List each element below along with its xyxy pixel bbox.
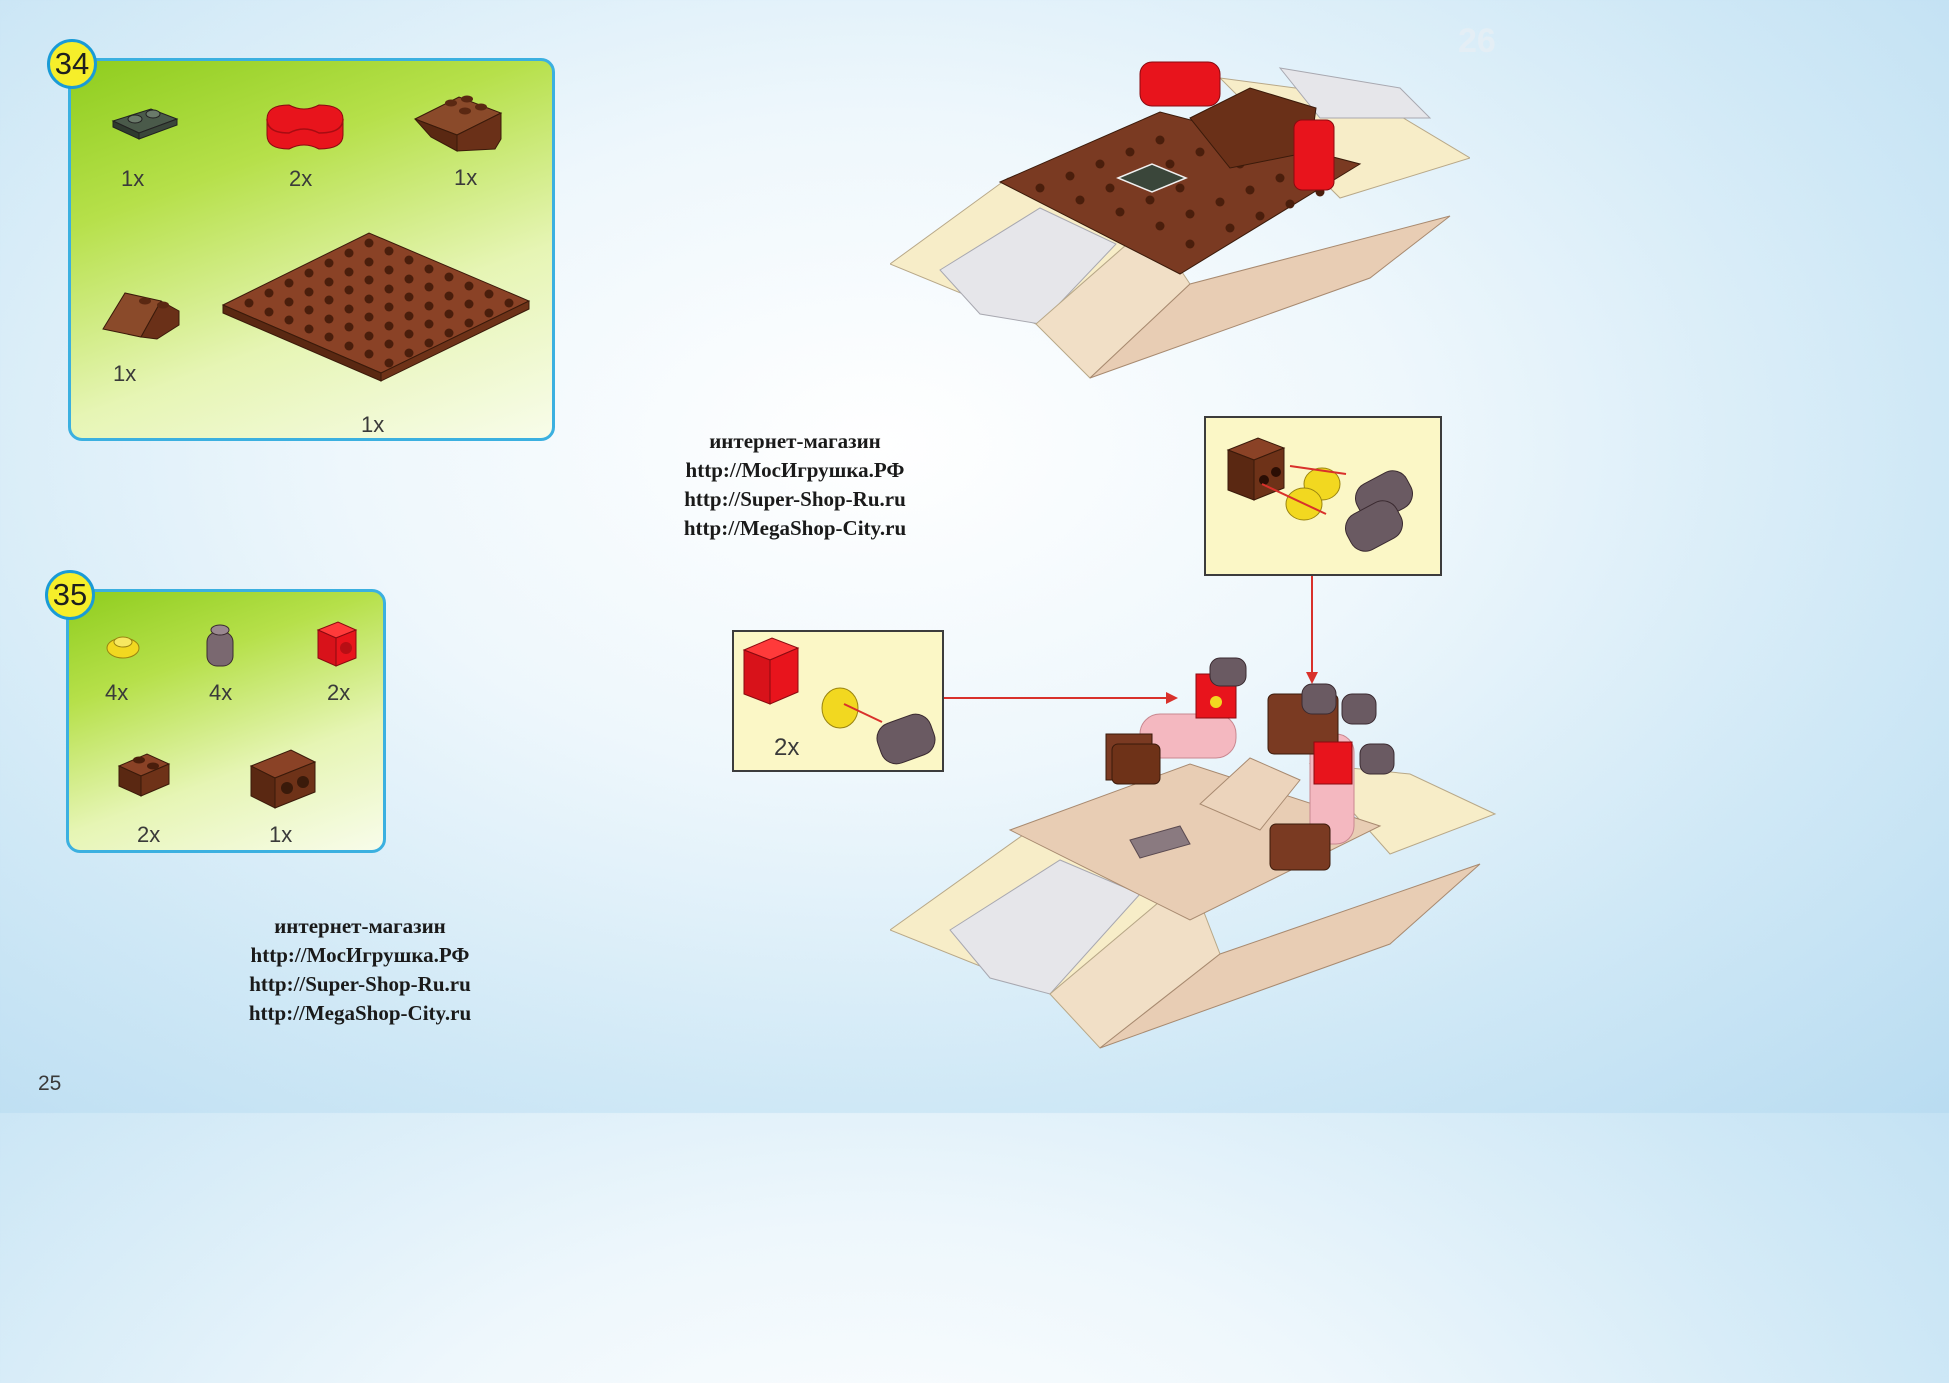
shop-line-1: интернет-магазин [709,429,881,453]
step35-qty-1: 4x [105,680,129,705]
brown-slope-2x2-part [102,292,180,340]
yellow-round-plate-part [106,636,140,659]
page-number: 25 [38,1072,62,1095]
step34-qty-1: 1x [121,166,145,191]
step34-qty-3: 1x [454,165,478,190]
red-technic-brick-part [316,621,358,667]
step-34-panel: 1x 2x 1x 1x 1 [68,58,555,441]
step35-qty-4: 2x [137,822,161,847]
brown-brick-1x2-part [117,753,171,797]
inset-qty: 2x [774,734,800,761]
step35-qty-5: 1x [269,822,293,847]
assembly-inset-red-brick: 2x [732,630,944,772]
shop-line-3: http://Super-Shop-Ru.ru [249,972,471,996]
shop-watermark-top: интернет-магазин http://МосИгрушка.РФ ht… [640,427,950,543]
step35-qty-2: 4x [209,680,233,705]
step35-qty-3: 2x [327,680,351,705]
model-step-34-illustration [890,61,1470,379]
inset-red-brick-diagram [742,637,936,765]
shop-line-2: http://МосИгрушка.РФ [685,458,905,482]
step-34-number-badge: 34 [47,39,97,89]
brown-technic-brick-part [249,749,317,809]
brown-slope-2x3-part [413,95,503,152]
assembly-inset-technic [1204,416,1442,576]
brown-plate-8x8-part [221,232,531,382]
red-round-2x2-part [266,104,344,150]
inset-technic-diagram [1226,437,1413,552]
step-35-panel: 4x 4x 2x 2x 1x [66,589,386,853]
shop-line-2: http://МосИгрушка.РФ [250,943,470,967]
step34-qty-5: 1x [361,412,385,437]
gray-round-brick-part [206,624,234,667]
faint-page-number: 26 [1458,22,1496,60]
shop-watermark-bottom: интернет-магазин http://МосИгрушка.РФ ht… [205,912,515,1028]
dark-plate-1x2-part [111,108,179,140]
shop-line-4: http://MegaShop-City.ru [683,516,907,540]
step34-qty-4: 1x [113,361,137,386]
model-step-35-illustration [890,657,1497,1049]
step34-qty-2: 2x [289,166,313,191]
shop-line-1: интернет-магазин [274,914,446,938]
step-35-number-badge: 35 [45,570,95,620]
connector-arrows [944,576,1318,704]
shop-line-3: http://Super-Shop-Ru.ru [684,487,906,511]
shop-line-4: http://MegaShop-City.ru [248,1001,472,1025]
